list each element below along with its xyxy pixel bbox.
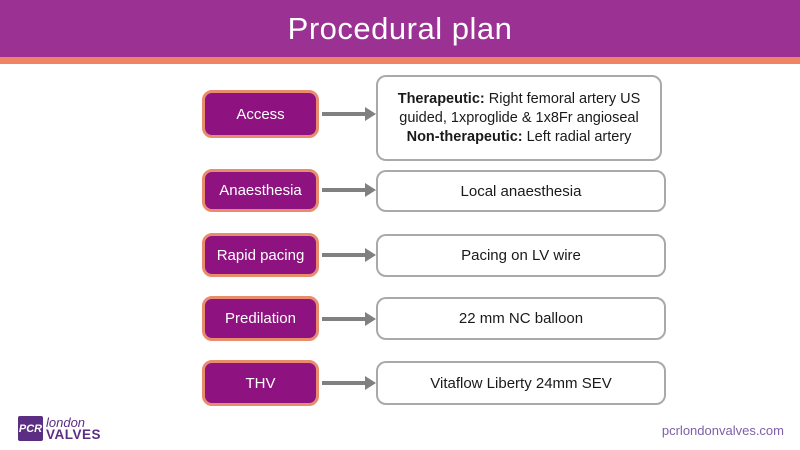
- stage-box-anaesthesia: Anaesthesia: [202, 169, 319, 212]
- arrow-head: [365, 107, 376, 121]
- footer-url: pcrlondonvalves.com: [661, 423, 784, 438]
- arrow-head: [365, 248, 376, 262]
- detail-line-nontherapeutic: Non-therapeutic: Left radial artery: [384, 128, 654, 147]
- arrow-head: [365, 183, 376, 197]
- detail-box-thv: Vitaflow Liberty 24mm SEV: [376, 361, 666, 405]
- page-title: Procedural plan: [287, 10, 513, 46]
- arrow-shaft: [322, 253, 366, 257]
- arrow-shaft: [322, 381, 366, 385]
- stage-label: THV: [245, 374, 276, 392]
- arrow-shaft: [322, 317, 366, 321]
- arrow-shaft: [322, 112, 366, 116]
- detail-box-access: Therapeutic: Right femoral artery US gui…: [376, 75, 662, 161]
- stage-label: Anaesthesia: [219, 182, 302, 199]
- pcr-logo-badge: PCR: [18, 416, 43, 441]
- detail-text-therapeutic: Right femoral artery US guided, 1xprogli…: [399, 90, 641, 126]
- stage-box-predilation: Predilation: [202, 296, 319, 341]
- detail-bold-nontherapeutic: Non-therapeutic:: [406, 128, 523, 145]
- detail-box-predilation: 22 mm NC balloon: [376, 297, 666, 340]
- logo-text: london VALVES: [46, 414, 102, 442]
- detail-text: 22 mm NC balloon: [458, 310, 584, 327]
- pcr-london-valves-logo: PCR london VALVES: [18, 415, 101, 442]
- logo-line-valves: VALVES: [46, 426, 102, 442]
- arrow-shaft: [322, 188, 366, 192]
- detail-box-rapid-pacing: Pacing on LV wire: [376, 234, 666, 277]
- header-bar: Procedural plan: [0, 0, 800, 57]
- arrow-head: [365, 312, 376, 326]
- stage-label: Predilation: [225, 310, 296, 327]
- detail-text: Pacing on LV wire: [461, 247, 581, 264]
- stage-box-access: Access: [202, 90, 319, 138]
- detail-text-nontherapeutic: Left radial artery: [522, 128, 632, 145]
- arrow-head: [365, 376, 376, 390]
- stage-label: Access: [236, 105, 285, 123]
- arrow-icon: [322, 181, 376, 199]
- detail-text: Local anaesthesia: [460, 182, 582, 200]
- stage-label: Rapid pacing: [216, 246, 305, 264]
- accent-stripe: [0, 57, 800, 64]
- arrow-icon: [322, 310, 376, 328]
- arrow-icon: [322, 105, 376, 123]
- arrow-icon: [322, 246, 376, 264]
- detail-text: Therapeutic: Right femoral artery US gui…: [384, 90, 654, 147]
- stage-box-thv: THV: [202, 360, 319, 406]
- arrow-icon: [322, 374, 376, 392]
- logo-line-london: london: [46, 414, 86, 430]
- detail-box-anaesthesia: Local anaesthesia: [376, 170, 666, 212]
- detail-bold-therapeutic: Therapeutic:: [397, 90, 485, 107]
- detail-text: Vitaflow Liberty 24mm SEV: [430, 374, 612, 392]
- stage-box-rapid-pacing: Rapid pacing: [202, 233, 319, 277]
